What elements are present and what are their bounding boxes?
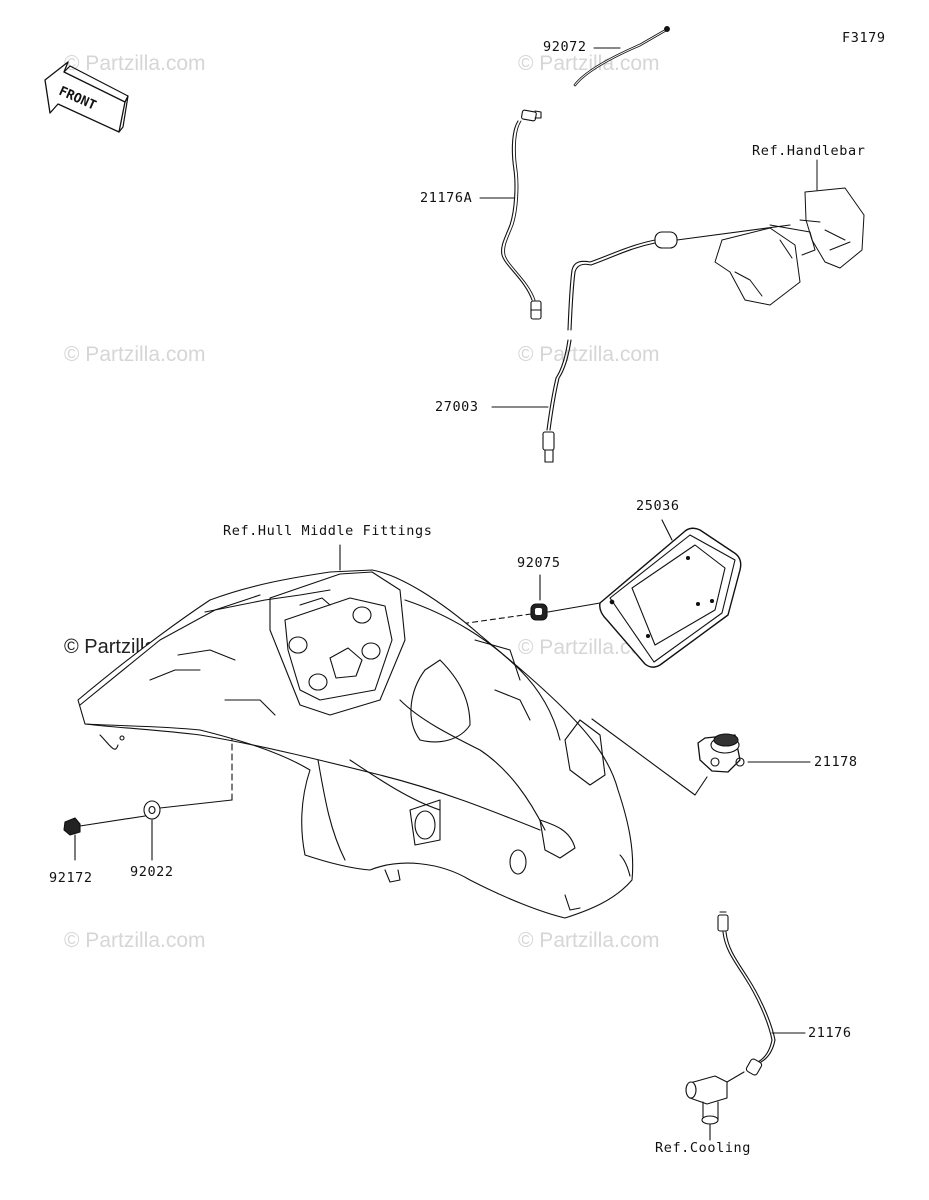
watermark: © Partzilla.com [64, 929, 206, 952]
part-label-21176[interactable]: 21176 [808, 1025, 852, 1041]
watermark: © Partzilla.com [518, 929, 660, 952]
part-label-25036[interactable]: 25036 [636, 498, 680, 514]
ref-label-cooling[interactable]: Ref.Cooling [655, 1140, 752, 1156]
part-92172-bolt [63, 815, 146, 861]
ref-label-handlebar[interactable]: Ref.Handlebar [752, 143, 866, 159]
part-label-92022[interactable]: 92022 [130, 864, 174, 880]
hull-body [77, 544, 634, 919]
watermark: © Partzilla.com [64, 343, 206, 366]
part-21176-harness [685, 911, 806, 1141]
part-27003-switch [491, 224, 791, 463]
part-label-92172[interactable]: 92172 [49, 870, 93, 886]
handlebar-reference [714, 159, 865, 306]
part-21178-switch [591, 718, 811, 796]
figure-code: F3179 [842, 30, 886, 46]
ref-label-hull[interactable]: Ref.Hull Middle Fittings [223, 523, 433, 539]
part-label-92075[interactable]: 92075 [517, 555, 561, 571]
watermark: © Partzilla.com [518, 52, 660, 75]
watermark: © Partzilla.com [518, 343, 660, 366]
part-21176a-harness [479, 109, 542, 320]
part-label-21178[interactable]: 21178 [814, 754, 858, 770]
part-label-92072[interactable]: 92072 [543, 39, 587, 55]
part-label-21176a[interactable]: 21176A [420, 190, 473, 206]
front-arrow-icon: FRONT [44, 61, 129, 133]
watermark: © Partzilla.com [64, 52, 206, 75]
part-92072-band [573, 26, 670, 87]
part-label-27003[interactable]: 27003 [435, 399, 479, 415]
watermark: © Partzilla.com [518, 636, 660, 659]
part-25036-display [599, 519, 742, 668]
